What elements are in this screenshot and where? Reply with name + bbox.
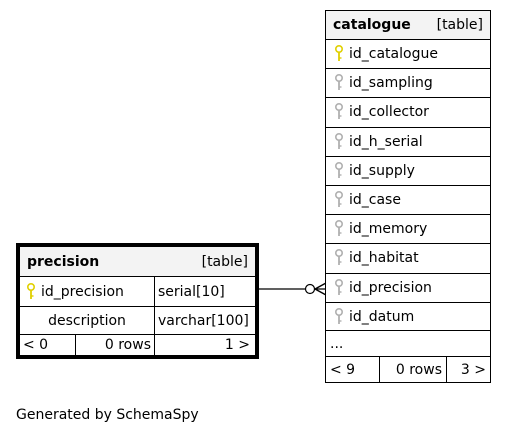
column-row: id_collector xyxy=(325,97,491,128)
generated-by-label: Generated by SchemaSpy xyxy=(16,407,199,423)
table-name: precision xyxy=(27,253,100,270)
precision-header: precision [table] xyxy=(19,246,256,277)
more-columns: ... xyxy=(325,330,491,357)
column-row: id_case xyxy=(325,185,491,216)
primary-key-icon xyxy=(27,282,35,299)
column-type: varchar[100] xyxy=(158,312,249,329)
column-row: id_catalogue xyxy=(325,39,491,70)
column-name-cell: id_precision xyxy=(19,276,155,307)
row-count: 0 rows xyxy=(75,334,155,356)
column-name: id_datum xyxy=(349,308,415,325)
column-row: id_datum xyxy=(325,301,491,332)
catalogue-table[interactable]: catalogue [table] id_catalogue id_samplin… xyxy=(325,10,491,383)
foreign-key-icon xyxy=(335,191,343,208)
foreign-key-icon xyxy=(335,278,343,295)
foreign-key-icon xyxy=(335,132,343,149)
column-name: id_catalogue xyxy=(349,46,438,63)
table-name: catalogue xyxy=(333,17,411,33)
children-count: 1 > xyxy=(154,334,256,356)
column-row: id_habitat xyxy=(325,243,491,274)
foreign-key-icon xyxy=(335,220,343,237)
column-row: id_sampling xyxy=(325,68,491,99)
row-count: 0 rows xyxy=(379,356,447,383)
primary-key-icon xyxy=(335,45,343,62)
column-name: id_case xyxy=(349,192,401,209)
column-name: id_precision xyxy=(41,283,124,300)
column-row: id_h_serial xyxy=(325,126,491,157)
column-row: id_supply xyxy=(325,155,491,186)
crow-foot-lower xyxy=(314,288,327,296)
column-name: id_sampling xyxy=(349,75,433,92)
foreign-key-icon xyxy=(335,161,343,178)
column-name: id_supply xyxy=(349,162,415,179)
column-name: id_h_serial xyxy=(349,133,423,150)
column-name: id_collector xyxy=(349,104,429,121)
foreign-key-icon xyxy=(335,307,343,324)
foreign-key-icon xyxy=(335,249,343,266)
parents-count: < 9 xyxy=(325,356,380,383)
column-type-cell: serial[10] xyxy=(154,276,256,307)
column-name: id_habitat xyxy=(349,250,419,267)
column-type-cell: varchar[100] xyxy=(154,306,256,335)
table-kind: [table] xyxy=(436,17,483,33)
catalogue-header: catalogue [table] xyxy=(325,10,491,40)
children-count: 3 > xyxy=(446,356,491,383)
table-kind: [table] xyxy=(201,253,248,270)
parents-count: < 0 xyxy=(19,334,76,356)
column-row: id_precision xyxy=(325,272,491,303)
column-name: id_precision xyxy=(349,279,432,296)
column-type: serial[10] xyxy=(158,283,225,300)
precision-table[interactable]: precision [table] id_precision serial[10… xyxy=(16,243,259,359)
foreign-key-icon xyxy=(335,74,343,91)
column-name: id_memory xyxy=(349,221,428,238)
column-name-cell: description xyxy=(19,306,155,335)
column-row: id_memory xyxy=(325,214,491,245)
column-name: description xyxy=(48,312,126,329)
crow-foot-upper xyxy=(314,282,327,290)
zero-or-many-circle xyxy=(304,283,316,295)
foreign-key-icon xyxy=(335,103,343,120)
